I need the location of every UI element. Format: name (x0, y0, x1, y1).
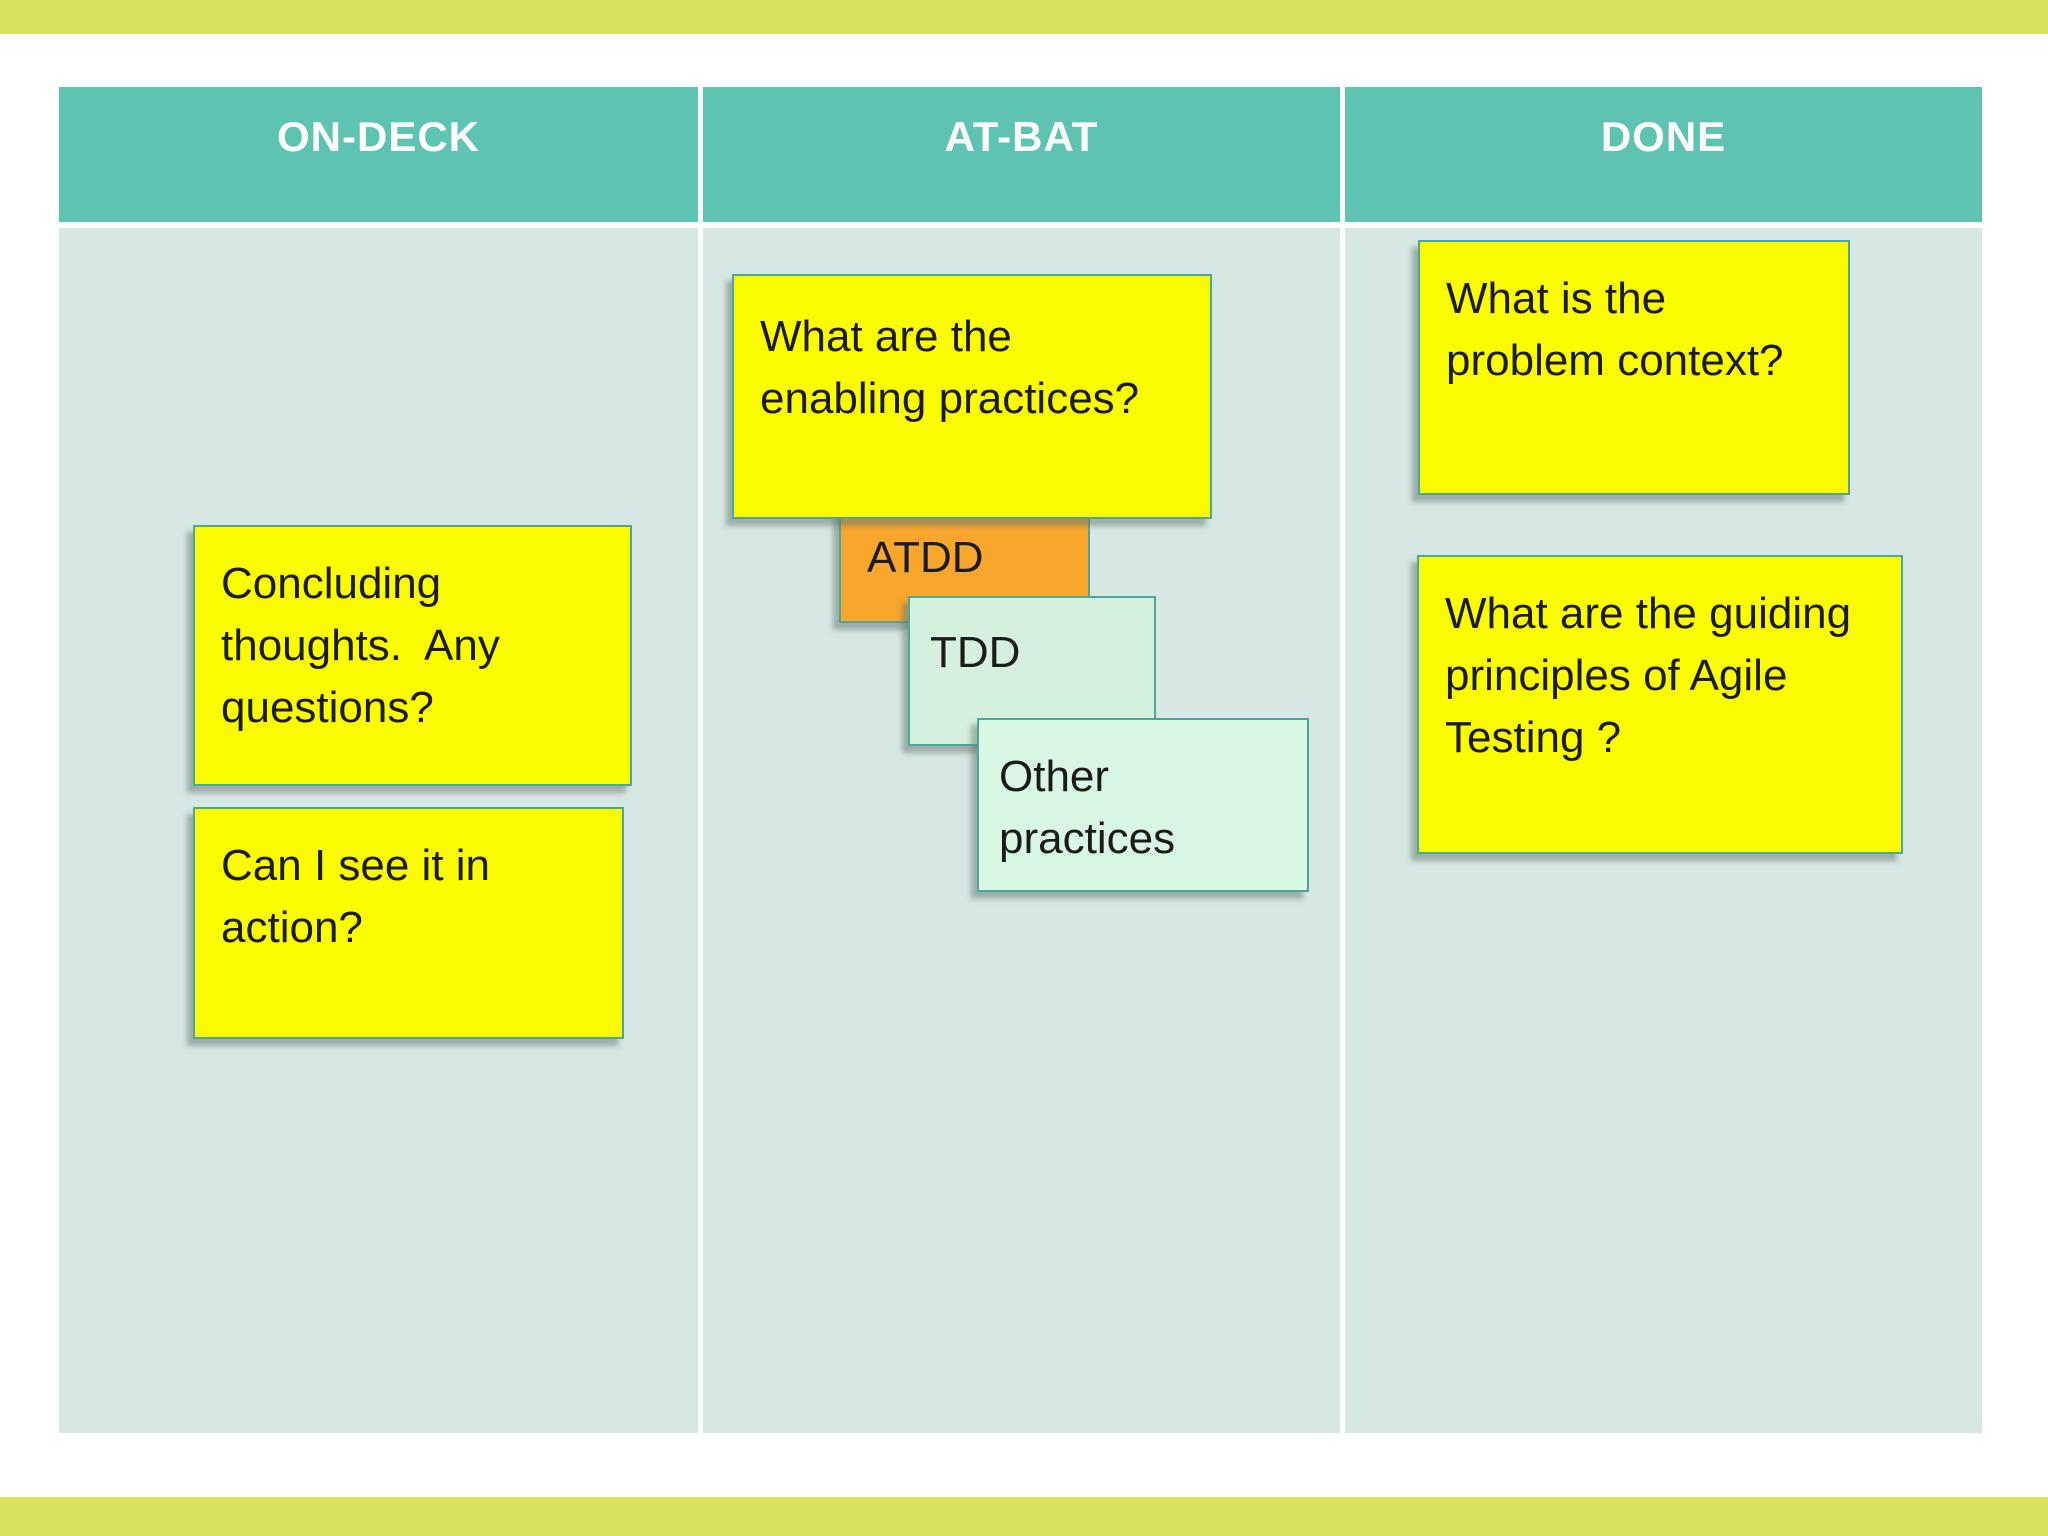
sticky-note-problem-context[interactable]: What is the problem context? (1418, 240, 1850, 495)
sticky-note-guiding-principles[interactable]: What are the guiding principles of Agile… (1417, 555, 1903, 854)
column-header-on-deck-label: ON-DECK (277, 113, 480, 160)
sticky-note-see-it-in-action[interactable]: Can I see it in action? (193, 807, 624, 1039)
bottom-accent-bar (0, 1497, 2048, 1536)
column-header-at-bat: AT-BAT (703, 87, 1340, 222)
top-accent-bar (0, 0, 2048, 34)
column-header-done: DONE (1345, 87, 1982, 222)
column-header-done-label: DONE (1600, 113, 1727, 160)
column-header-at-bat-label: AT-BAT (944, 113, 1099, 160)
sticky-note-enabling-practices[interactable]: What are the enabling practices? (732, 274, 1212, 519)
sticky-note-other-practices[interactable]: Other practices (977, 718, 1309, 892)
sticky-note-concluding-thoughts[interactable]: Concluding thoughts. Any questions? (193, 525, 632, 786)
column-header-on-deck: ON-DECK (59, 87, 698, 222)
